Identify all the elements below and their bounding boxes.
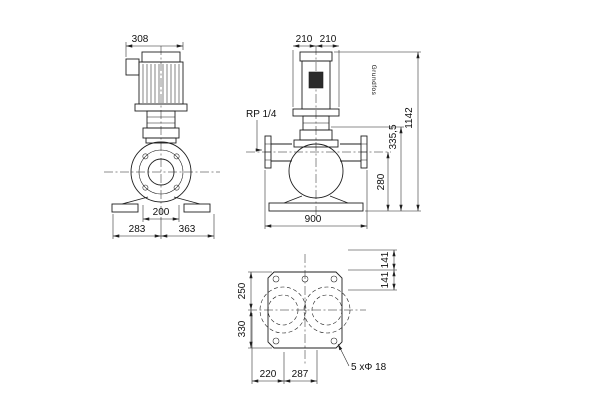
label-rp-quarter: RP 1/4 <box>246 109 277 120</box>
leader-bolt-holes <box>337 343 350 367</box>
side-view-dimensions: 308 200 283 363 <box>112 34 215 239</box>
side-port-bore-circle <box>147 158 175 186</box>
dim-141-lower: 141 <box>380 271 391 288</box>
side-foot-right <box>183 203 211 213</box>
front-pipes <box>271 143 361 162</box>
dim-363: 363 <box>179 224 196 235</box>
side-foot-left <box>111 203 139 213</box>
plan-bolt-hole <box>272 337 280 345</box>
side-lantern-lines <box>147 116 175 124</box>
front-flange-bolt-lines <box>265 143 367 161</box>
dim-335-5: 335,5 <box>388 124 399 149</box>
ext-lines-141 <box>348 249 397 291</box>
side-bolt-hole <box>142 184 149 191</box>
dim-141-upper: 141 <box>380 251 391 268</box>
plan-base-plate <box>267 271 343 349</box>
side-view <box>104 46 220 216</box>
plan-view-dimensions: 250 330 141 141 220 287 5 xΦ 18 <box>237 249 397 384</box>
side-flange-outer-circle <box>130 141 192 203</box>
dim-280: 280 <box>376 173 387 190</box>
plan-view <box>248 254 366 364</box>
side-bolt-hole <box>173 153 180 160</box>
front-view-dimensions: 210 210 RP 1/4 280 335,5 1142 900 <box>246 34 421 229</box>
plan-bolt-hole <box>330 275 338 283</box>
plan-bolt-hole <box>330 337 338 345</box>
side-support-legs <box>121 196 201 205</box>
side-bolt-hole <box>142 153 149 160</box>
dim-250: 250 <box>237 282 248 299</box>
side-bolt-hole <box>173 184 180 191</box>
leader-rp-quarter <box>255 120 262 152</box>
plan-bolt-hole <box>301 275 309 283</box>
dim-220: 220 <box>260 369 277 380</box>
front-support-legs <box>283 195 349 204</box>
plan-flange-circle-left-outer <box>259 286 307 334</box>
plan-bolt-hole <box>272 275 280 283</box>
plan-flange-circle-left-inner <box>267 294 299 326</box>
ext-lines-900 <box>264 170 368 229</box>
dim-287: 287 <box>292 369 309 380</box>
plan-centerlines <box>248 254 366 364</box>
plan-flange-circle-right-inner <box>311 294 343 326</box>
side-motor-fins <box>142 64 180 103</box>
side-terminal-box <box>125 58 140 76</box>
dim-210-right: 210 <box>320 34 337 45</box>
front-base-plate <box>268 202 364 212</box>
side-bolt-circle <box>138 149 184 195</box>
front-volute <box>288 143 344 199</box>
brand-vertical-text: Grundfos <box>370 65 377 96</box>
front-nameplate <box>308 71 324 89</box>
dim-900: 900 <box>305 214 322 225</box>
ext-lines-220-287 <box>251 313 318 384</box>
dim-200: 200 <box>153 207 170 218</box>
dim-330: 330 <box>237 320 248 337</box>
dim-308: 308 <box>132 34 149 45</box>
dim-210-left: 210 <box>296 34 313 45</box>
front-casing-top-flange <box>293 139 339 148</box>
plan-flange-circle-right-outer <box>303 286 351 334</box>
front-view: Grundfos <box>246 46 391 218</box>
dim-1142: 1142 <box>404 107 415 129</box>
label-bolt-holes: 5 xΦ 18 <box>351 362 387 373</box>
side-centerlines <box>104 46 220 216</box>
side-casing-neck <box>145 137 177 144</box>
dim-283: 283 <box>129 224 146 235</box>
ext-lines-210 <box>292 50 340 107</box>
